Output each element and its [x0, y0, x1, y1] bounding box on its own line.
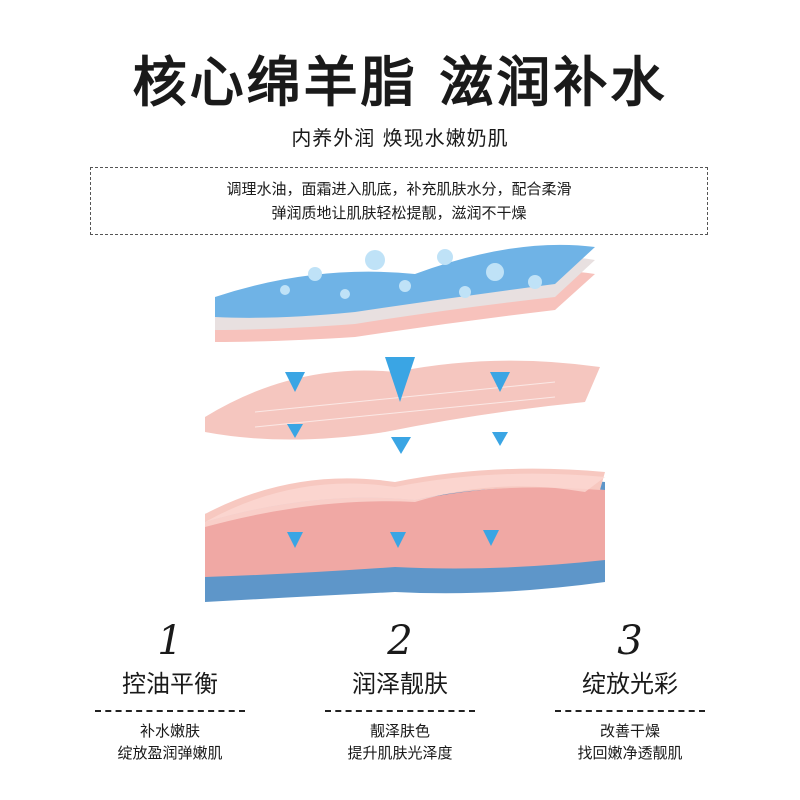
feature-number: 3	[617, 618, 643, 664]
description-line-1: 调理水油，面霜进入肌底，补充肌肤水分，配合柔滑	[226, 180, 572, 198]
feature-2: 2 润泽靓肤 靓泽肤色 提升肌肤光泽度	[290, 618, 510, 764]
feature-line-2: 提升肌肤光泽度	[347, 744, 453, 762]
feature-3: 3 绽放光彩 改善干燥 找回嫩净透靓肌	[520, 618, 740, 764]
water-layer	[215, 244, 595, 342]
feature-line-1: 改善干燥	[599, 722, 660, 740]
skin-middle-layer	[205, 357, 600, 454]
page-subtitle: 内养外润 焕现水嫩奶肌	[291, 126, 509, 150]
feature-line-2: 找回嫩净透靓肌	[577, 744, 683, 762]
feature-line-2: 绽放盈润弹嫩肌	[117, 744, 223, 762]
feature-line-1: 靓泽肤色	[369, 722, 430, 740]
skin-layers-illustration	[205, 244, 605, 602]
feature-line-1: 补水嫩肤	[139, 722, 200, 740]
dashed-divider	[95, 710, 245, 712]
skin-block-layer	[205, 468, 605, 602]
feature-1: 1 控油平衡 补水嫩肤 绽放盈润弹嫩肌	[60, 618, 280, 764]
feature-number: 2	[387, 618, 413, 664]
page-title: 核心绵羊脂 滋润补水	[132, 50, 668, 114]
feature-name: 控油平衡	[122, 670, 218, 698]
feature-name: 润泽靓肤	[352, 670, 448, 698]
dashed-divider	[325, 710, 475, 712]
dashed-divider	[555, 710, 705, 712]
feature-number: 1	[157, 618, 183, 664]
description-line-2: 弹润质地让肌肤轻松提靓，滋润不干燥	[271, 204, 527, 222]
feature-name: 绽放光彩	[582, 670, 678, 698]
description-box: 调理水油，面霜进入肌底，补充肌肤水分，配合柔滑 弹润质地让肌肤轻松提靓，滋润不干…	[90, 167, 708, 235]
